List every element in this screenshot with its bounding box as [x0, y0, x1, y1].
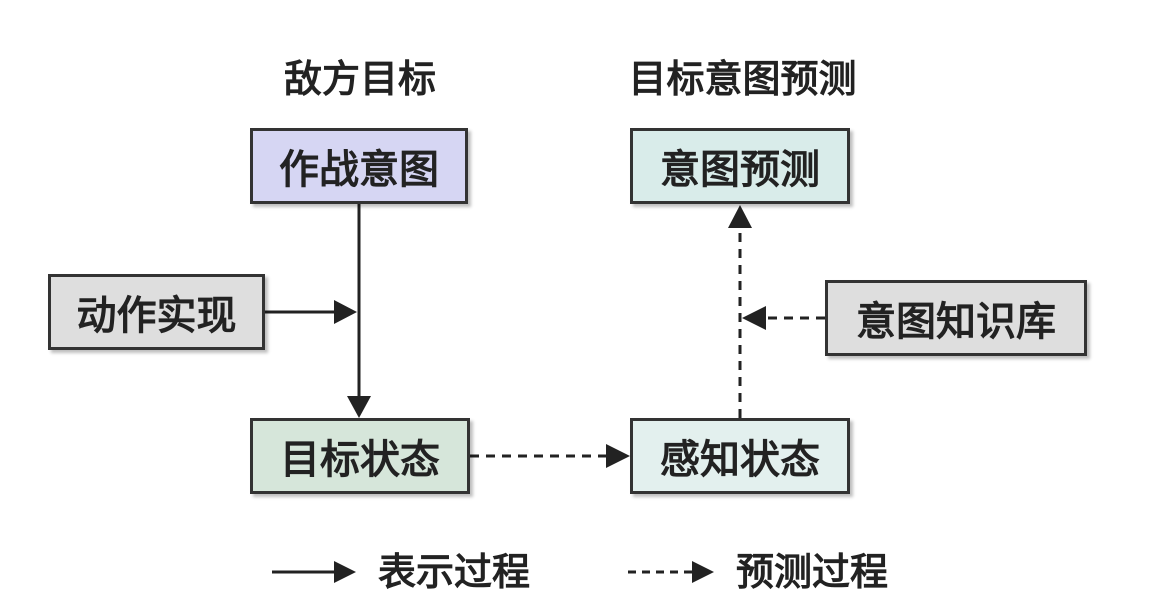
legend-dashed-arrow	[628, 561, 714, 583]
node-action-implementation: 动作实现	[48, 274, 265, 350]
arrow-kb-to-line	[742, 306, 825, 330]
heading-target-intent-prediction: 目标意图预测	[628, 57, 857, 101]
arrow-action-to-line	[265, 300, 357, 324]
legend-solid-label: 表示过程	[378, 550, 531, 594]
node-intent-knowledge-base: 意图知识库	[825, 280, 1087, 356]
arrow-perceived-to-prediction	[728, 205, 752, 418]
heading-enemy-target: 敌方目标	[283, 57, 436, 101]
node-perceived-state: 感知状态	[630, 418, 850, 494]
node-combat-intent: 作战意图	[250, 128, 468, 204]
legend-dashed-label: 预测过程	[736, 550, 889, 594]
arrow-target-to-perceived	[470, 444, 630, 468]
arrow-intent-to-state	[347, 204, 371, 418]
legend-solid-arrow	[272, 561, 356, 583]
node-target-state: 目标状态	[250, 418, 470, 494]
node-intent-prediction: 意图预测	[630, 128, 850, 204]
